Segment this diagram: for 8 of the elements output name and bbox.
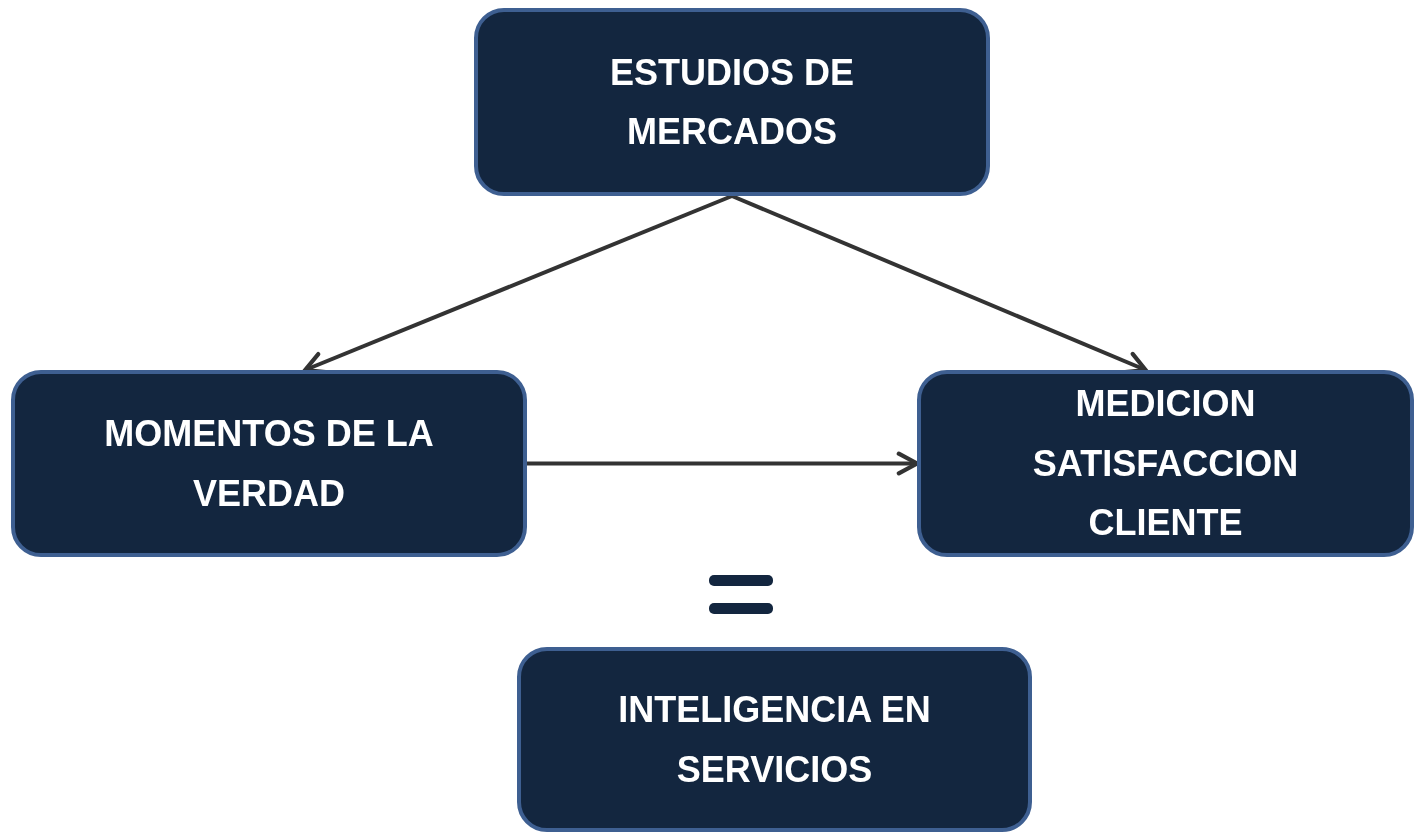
box-label: MOMENTOS DE LA VERDAD — [103, 412, 435, 516]
box-label: ESTUDIOS DE MERCADOS — [608, 50, 855, 154]
process-box — [517, 647, 1032, 832]
process-box — [917, 370, 1414, 557]
process-box — [11, 370, 527, 557]
box-label: MEDICION SATISFACCION CLIENTE — [1031, 382, 1300, 546]
process-box — [474, 8, 990, 196]
box-label: INTELIGENCIA EN SERVICIOS — [617, 688, 932, 792]
